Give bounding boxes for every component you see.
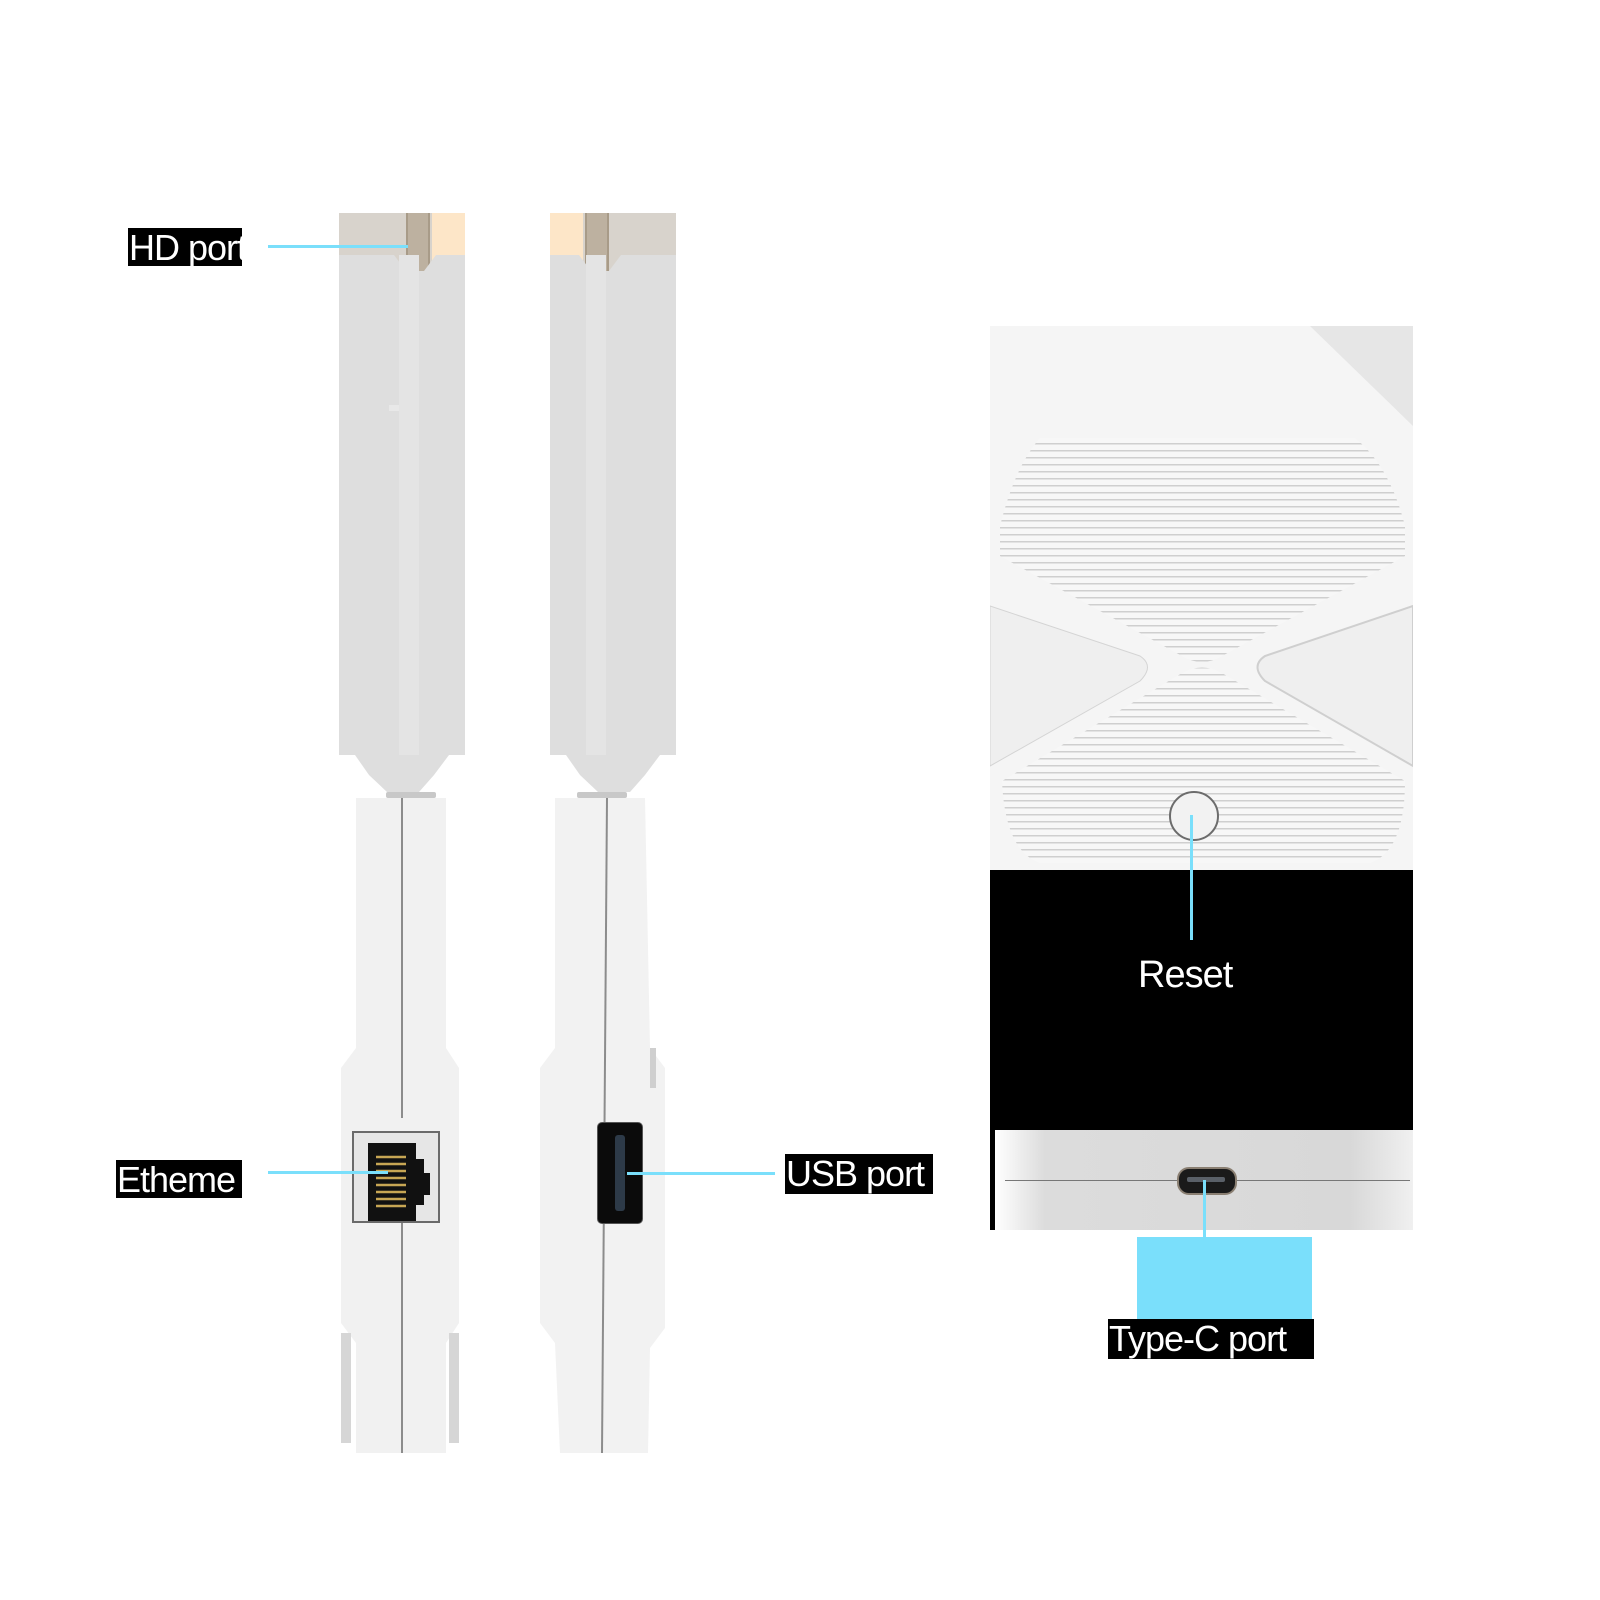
type-c-highlight	[1137, 1237, 1312, 1319]
type-c-port	[1177, 1167, 1237, 1195]
ethernet-port	[352, 1131, 440, 1223]
reset-label-panel	[990, 870, 1413, 1130]
reset-leader	[1190, 815, 1193, 940]
neck-ring	[386, 792, 436, 798]
usb-port-label: USB port	[785, 1154, 933, 1194]
hd-port-label: HD port	[128, 228, 242, 266]
hd-port-leader	[268, 245, 408, 248]
ethernet-leader	[268, 1171, 388, 1174]
rj45-icon	[368, 1143, 430, 1221]
neck-ring	[577, 792, 627, 798]
ethernet-label: Etheme	[116, 1160, 242, 1198]
type-c-port-label: Type-C port	[1108, 1319, 1314, 1359]
reset-label: Reset	[1138, 954, 1233, 996]
usb-port-leader	[627, 1172, 775, 1175]
reset-button[interactable]	[1169, 791, 1219, 841]
device-top-face	[990, 326, 1413, 871]
hdmi-plug-gold	[432, 213, 465, 260]
cable-head	[339, 255, 465, 792]
hdmi-plug-gold	[550, 213, 583, 260]
cable-head	[550, 255, 676, 792]
usb-tongue	[615, 1135, 625, 1211]
type-c-leader	[1203, 1180, 1206, 1240]
stick-body	[341, 798, 459, 1453]
